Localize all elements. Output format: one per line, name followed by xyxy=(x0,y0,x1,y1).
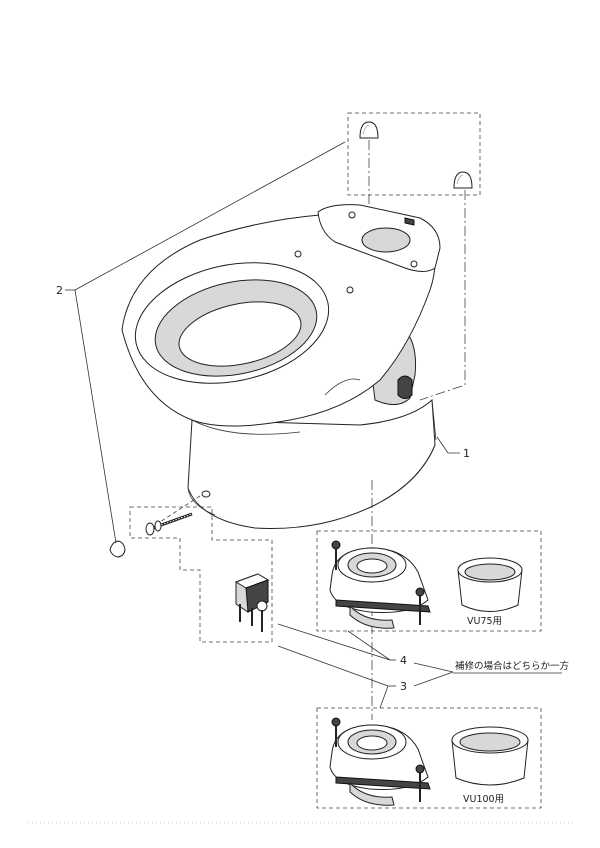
leader-3-a xyxy=(277,645,389,687)
callout-1: 1 xyxy=(463,447,470,460)
screw-hole xyxy=(201,490,211,498)
leader-1 xyxy=(436,436,460,454)
leader-4-a xyxy=(277,623,391,661)
floor-screw xyxy=(145,512,193,536)
leader-2-to-screw-cap xyxy=(74,289,117,544)
flange-vu100-box xyxy=(316,707,542,809)
screw-cap xyxy=(109,540,126,558)
leader-2-to-cap xyxy=(74,141,346,291)
bolt-cap-right xyxy=(453,171,473,189)
label-vu75: VU75用 xyxy=(467,616,502,627)
bolt-cap-left xyxy=(359,121,379,139)
floor-bracket xyxy=(234,573,270,632)
cap-centerline-right xyxy=(419,190,466,401)
flange-vu75-box xyxy=(316,530,542,632)
label-vu100: VU100用 xyxy=(463,794,504,805)
adapter-ring-vu75 xyxy=(457,557,523,612)
callout-2: 2 xyxy=(56,284,63,297)
callout-3: 3 xyxy=(400,680,407,693)
bolt-cap-group-box xyxy=(347,112,481,196)
note-arrow-3 xyxy=(413,671,454,687)
toilet-bowl xyxy=(121,204,441,529)
note-arrow-4 xyxy=(413,662,454,673)
leader-4-b xyxy=(347,630,391,661)
adapter-ring-vu100 xyxy=(451,726,529,786)
repair-note: 補修の場合はどちらか一方 xyxy=(455,660,569,672)
floor-flange-vu100 xyxy=(329,717,431,806)
leader-3-b xyxy=(379,685,389,709)
callout-4: 4 xyxy=(400,654,407,667)
floor-flange-vu75 xyxy=(329,540,431,629)
